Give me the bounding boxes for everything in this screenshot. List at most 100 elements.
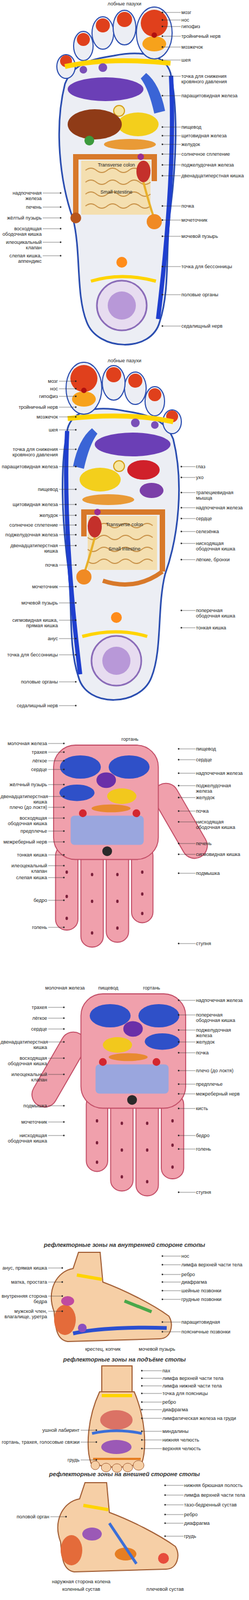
leader-dot <box>178 1015 180 1018</box>
leader-dot <box>141 1410 143 1413</box>
leader-line <box>48 878 64 880</box>
zone-label: нос <box>0 386 58 392</box>
zone-label: межреберный нерв <box>195 1092 248 1098</box>
diaphragm-zone <box>109 1524 137 1566</box>
leader-line <box>141 1394 162 1396</box>
leader-dot <box>63 1136 65 1138</box>
leader-line <box>162 1275 181 1277</box>
zone-label: селезёнка <box>195 529 248 535</box>
zone-label: предплечье <box>0 829 48 835</box>
leader-line <box>59 381 76 383</box>
leader-dot <box>141 1403 143 1405</box>
section-title: рефлекторные зоны на внешней стороне сто… <box>5 1472 244 1480</box>
leader-dot <box>178 873 180 876</box>
zone-label: лёгкое <box>0 758 48 765</box>
leader-dot <box>161 294 164 297</box>
zone-label: верхняя челюсть <box>162 1447 248 1453</box>
zone-label: шея <box>181 57 248 63</box>
sole-right <box>56 7 176 345</box>
leader-line <box>162 26 181 28</box>
leader-line <box>59 706 76 707</box>
zone-label: гипофиз <box>0 394 58 400</box>
leader-dot <box>63 927 65 930</box>
leader-dot <box>161 205 164 208</box>
sole-drawing <box>56 7 176 345</box>
leader-dot <box>178 1193 180 1195</box>
leader-line <box>141 1419 162 1421</box>
zone-label: бедро <box>195 1134 248 1140</box>
zone-label: внутренняя сторона бедра <box>0 1294 48 1306</box>
leader-dot <box>63 1106 65 1109</box>
leader-dot <box>75 429 77 432</box>
zone-label: жёлтый пузырь <box>0 215 42 221</box>
leader-line <box>48 901 64 902</box>
leader-dot <box>63 1018 65 1021</box>
leader-dot <box>161 164 164 167</box>
zone-label: нисходящая ободочная кишка <box>0 1134 48 1145</box>
zone-label: бедро <box>0 898 48 904</box>
jaw-zone <box>93 1459 141 1462</box>
leader-line <box>48 1019 64 1020</box>
leader-line <box>162 154 181 155</box>
leader-dot <box>161 1322 164 1325</box>
leader-dot <box>60 241 62 244</box>
leader-line <box>141 1379 162 1381</box>
leader-dot <box>75 388 77 391</box>
toe <box>122 1464 133 1474</box>
leader-dot <box>75 396 77 398</box>
leader-line <box>59 535 76 536</box>
leader-line <box>59 515 76 517</box>
leader-dot <box>141 1386 143 1389</box>
leader-dot <box>63 1042 65 1045</box>
leader-line <box>162 1283 181 1284</box>
zone-label: лёгкое <box>0 1016 48 1022</box>
zone-label: молочная железа <box>43 986 87 992</box>
leader-line <box>178 1095 196 1096</box>
leader-line <box>178 1016 196 1017</box>
leader-line <box>178 760 196 762</box>
leader-dot <box>75 586 77 589</box>
leader-dot <box>161 1332 164 1335</box>
leader-line <box>59 682 76 684</box>
zone-label: почка <box>195 1051 248 1057</box>
leader-dot <box>75 620 77 622</box>
zone-label: двенадцатиперстная кишка <box>181 173 248 179</box>
zone-label: печень <box>0 204 42 211</box>
leader-line <box>178 822 196 824</box>
sole-left <box>62 362 182 701</box>
leader-line <box>59 389 76 390</box>
heart-zone <box>127 460 160 481</box>
zone-label: грудь <box>0 1458 80 1465</box>
leader-dot <box>161 153 164 156</box>
leader-line <box>141 1441 162 1443</box>
leader-line <box>181 519 196 520</box>
leader-line <box>178 1053 196 1055</box>
zone-label: желудок <box>181 141 248 148</box>
zone-label: анус <box>0 636 58 642</box>
leader-line <box>162 20 181 21</box>
zone-label: надпочечная железа <box>195 998 248 1005</box>
leader-line <box>162 1333 181 1334</box>
leader-dot <box>164 1537 167 1539</box>
leader-dot <box>141 1371 143 1374</box>
leader-line <box>48 818 64 820</box>
zone-label: ухо <box>195 475 248 481</box>
leader-line <box>141 1387 162 1388</box>
leader-dot <box>178 843 180 846</box>
zone-label: межреберный нерв <box>0 840 48 846</box>
zone-label: мочеточник <box>0 584 58 591</box>
leader-line <box>162 206 181 207</box>
leader-dot <box>161 236 164 238</box>
leader-line <box>178 844 196 845</box>
zone-label: сердце <box>195 516 248 522</box>
leader-line <box>48 842 64 844</box>
leader-dot <box>180 507 183 510</box>
zone-label: глаз <box>195 464 248 470</box>
zone-label: диафрагма <box>184 1522 248 1528</box>
leader-line <box>162 175 181 177</box>
leader-line <box>162 266 181 268</box>
leader-line <box>162 165 181 166</box>
leader-line <box>162 36 181 37</box>
